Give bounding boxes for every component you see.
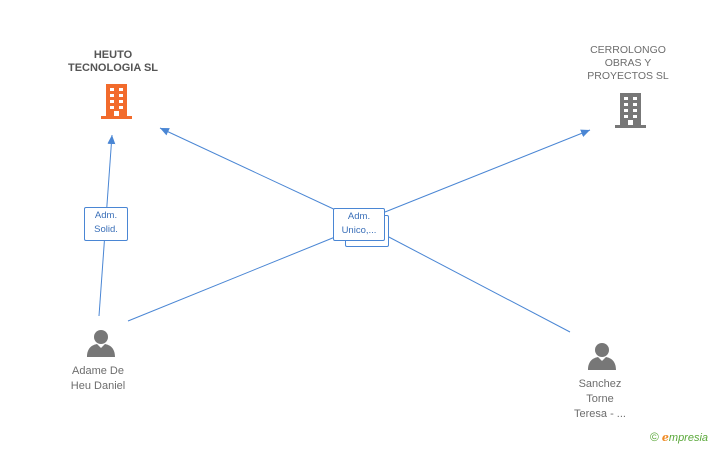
company-name-line: TECNOLOGIA SL	[67, 62, 159, 74]
building-icon[interactable]	[101, 84, 132, 120]
person-icon[interactable]	[86, 329, 116, 357]
person-name-line: Adame De	[72, 365, 124, 377]
edge-sanchez-to-center	[384, 234, 571, 333]
edge-center-to-heuto	[159, 127, 341, 213]
brand-initial: e	[661, 431, 669, 444]
relation-label-adm-solid[interactable]: Adm. Solid.	[84, 207, 128, 241]
person-name-line: Heu Daniel	[70, 380, 126, 392]
company-name-line: CERROLONGO	[590, 44, 666, 56]
copyright-symbol: ©	[650, 430, 659, 444]
company-name-line: HEUTO	[93, 49, 133, 61]
edge-adame-to-center	[127, 234, 341, 322]
empresia-logo: © empresia	[650, 430, 708, 444]
company-name-line: PROYECTOS SL	[587, 70, 669, 82]
person-label-adame[interactable]: Adame De Heu Daniel	[40, 364, 156, 394]
person-label-sanchez[interactable]: Sanchez Torne Teresa - ...	[542, 377, 658, 422]
person-name-line: Torne	[586, 393, 614, 405]
building-icon[interactable]	[615, 93, 646, 129]
relation-label-adm-unico[interactable]: Adm. Unico,...	[333, 208, 385, 241]
relation-line: Adm.	[347, 211, 371, 222]
person-name-line: Sanchez	[578, 378, 622, 390]
person-icon[interactable]	[587, 342, 617, 370]
edge-center-to-cerrolongo	[384, 129, 591, 213]
relation-line: Solid.	[94, 224, 118, 235]
person-name-line: Teresa - ...	[574, 408, 626, 420]
company-label-cerrolongo[interactable]: CERROLONGO OBRAS Y PROYECTOS SL	[568, 44, 688, 83]
relation-line: Unico,...	[341, 225, 377, 236]
relation-line: Adm.	[94, 210, 118, 221]
company-label-heuto[interactable]: HEUTO TECNOLOGIA SL	[53, 49, 173, 75]
brand-name: mpresia	[668, 432, 709, 444]
company-name-line: OBRAS Y	[604, 57, 652, 69]
